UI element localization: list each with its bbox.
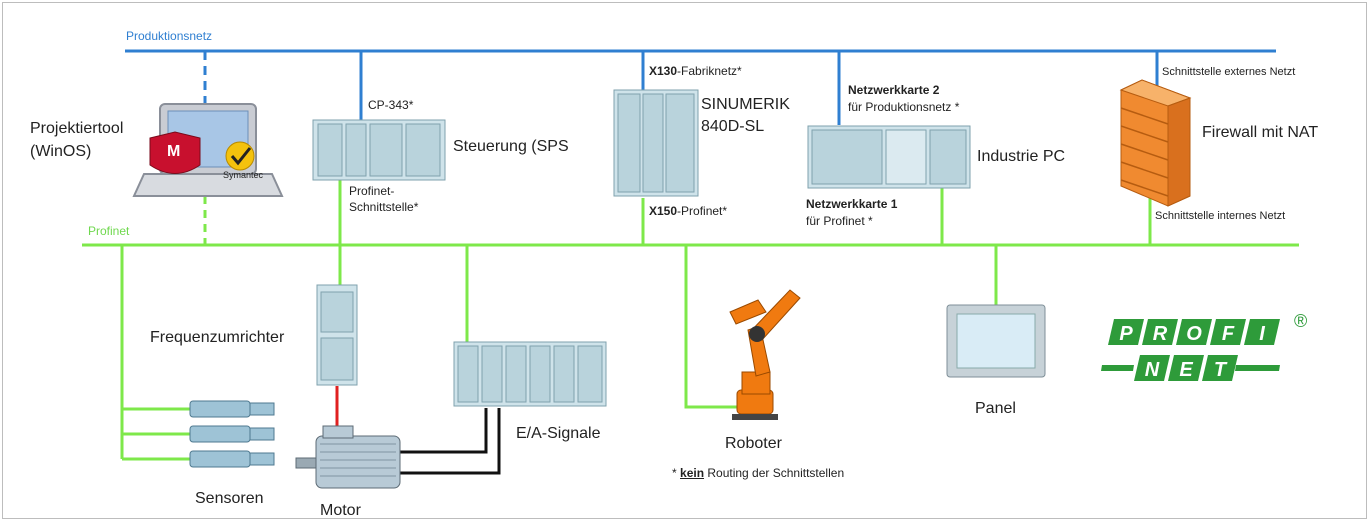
plc-bottom-label-2: Schnittstelle* — [349, 200, 419, 214]
motor-icon — [295, 425, 401, 489]
logo-letter-o: O — [1186, 323, 1202, 345]
sinumerik-bottom-label: X150-Profinet* — [649, 204, 728, 218]
robot-icon — [729, 289, 801, 420]
logo-row-1: P R O F I — [1108, 319, 1280, 345]
io-module-icon — [453, 341, 607, 407]
plc-bottom-label-1: Profinet- — [349, 184, 395, 198]
inverter-label: Frequenzumrichter — [150, 329, 285, 346]
logo-box-8 — [1202, 355, 1238, 381]
ipc-card2-label: Netzwerkkarte 2 — [848, 83, 940, 97]
ipc-name: Industrie PC — [977, 148, 1066, 165]
sinumerik-icon — [613, 89, 699, 197]
logo-letter-t: T — [1214, 359, 1228, 381]
production-network-label: Produktionsnetz — [126, 29, 213, 43]
industrial-pc-icon — [807, 125, 971, 189]
logo-box-6 — [1134, 355, 1170, 381]
firewall-ext-label: Schnittstelle externes Netzt — [1162, 66, 1296, 78]
ipc-card1-label: Netzwerkkarte 1 — [806, 197, 898, 211]
inverter-icon — [316, 284, 358, 386]
logo-letter-f: F — [1222, 323, 1235, 345]
io-motor-cable-1 — [398, 408, 488, 454]
logo-row-2: N E T — [1101, 355, 1280, 381]
laptop-label-1: Projektiertool — [30, 120, 124, 137]
sensors-label: Sensoren — [195, 490, 264, 507]
sinumerik-name-2: 840D-SL — [701, 118, 765, 135]
profinet-network-label: Profinet — [88, 224, 130, 238]
footnote: * kein Routing der Schnittstellen — [672, 466, 845, 480]
logo-letter-i: I — [1259, 323, 1265, 345]
profinet-logo: P R O F I N E T ® — [1101, 311, 1307, 381]
sensors-icon — [189, 400, 275, 468]
logo-box-5 — [1244, 319, 1280, 345]
io-motor-cable-2 — [398, 408, 501, 475]
logo-box-2 — [1142, 319, 1178, 345]
plc-name: Steuerung (SPS — [453, 138, 569, 155]
logo-registered-mark: ® — [1294, 311, 1307, 331]
logo-box-4 — [1210, 319, 1246, 345]
plc-top-label: CP-343* — [368, 98, 414, 112]
logo-box-7 — [1168, 355, 1204, 381]
io-label: E/A-Signale — [516, 425, 601, 442]
logo-letter-p: P — [1119, 323, 1133, 345]
ipc-card2-sub: für Produktionsnetz * — [848, 100, 960, 114]
firewall-icon — [1119, 79, 1192, 207]
logo-box-1 — [1108, 319, 1144, 345]
logo-connector-left — [1101, 365, 1134, 371]
logo-box-3 — [1176, 319, 1212, 345]
robot-label: Roboter — [725, 435, 782, 452]
plc-icon — [312, 119, 446, 181]
symantec-badge: Symantec — [223, 170, 264, 180]
logo-letter-n: N — [1145, 359, 1160, 381]
robot-profinet-link — [684, 245, 742, 409]
sinumerik-top-label: X130-Fabriknetz* — [649, 64, 742, 78]
firewall-name: Firewall mit NAT — [1202, 124, 1319, 141]
firewall-int-label: Schnittstelle internes Netzt — [1155, 210, 1286, 222]
ipc-card1-sub: für Profinet * — [806, 214, 873, 228]
laptop-label-2: (WinOS) — [30, 143, 92, 160]
motor-label: Motor — [320, 502, 361, 519]
panel-icon — [946, 304, 1046, 378]
logo-letter-r: R — [1153, 323, 1168, 345]
logo-connector-right — [1235, 365, 1280, 371]
mcafee-badge: M — [167, 143, 181, 160]
sinumerik-name-1: SINUMERIK — [701, 96, 790, 113]
laptop-icon — [132, 103, 284, 197]
logo-letter-e: E — [1179, 359, 1193, 381]
panel-label: Panel — [975, 400, 1016, 417]
